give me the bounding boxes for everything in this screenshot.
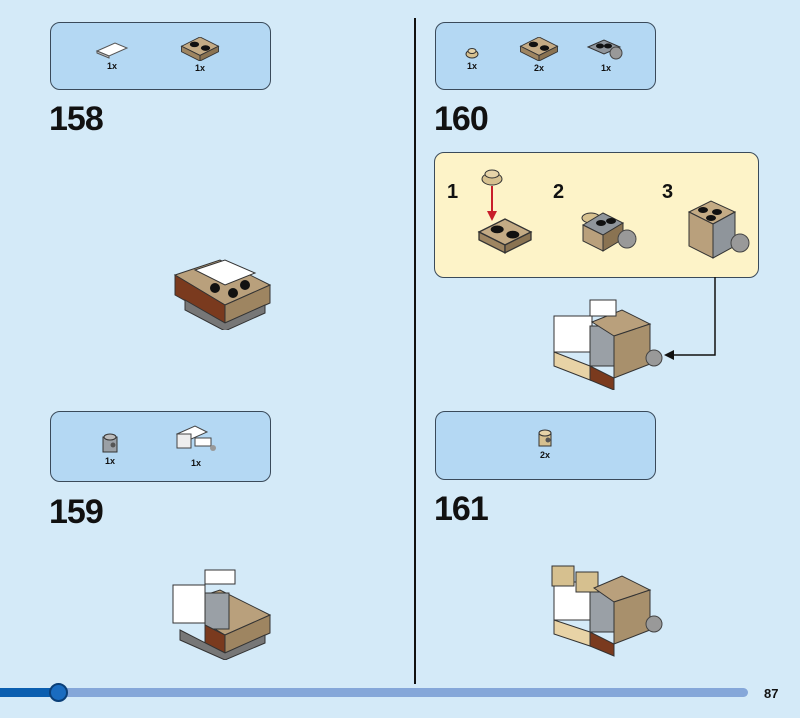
substep-2-number: 2 (553, 181, 565, 203)
part-tan-corner-plate: 1x (177, 37, 223, 73)
tan-brick-icon (538, 429, 552, 447)
step-number-158: 158 (49, 100, 104, 138)
white-tile-icon (95, 42, 129, 59)
part-qty: 2x (539, 450, 550, 460)
model-step-159 (172, 569, 272, 660)
step-number-159: 159 (49, 493, 104, 531)
model-step-158 (173, 259, 272, 330)
part-white-bracket: 1x (173, 424, 219, 468)
model-step-160 (553, 299, 663, 390)
model-step-161 (551, 565, 663, 657)
sub-assembly-callout: 1 2 3 (434, 152, 759, 278)
part-white-tile: 1x (95, 41, 129, 71)
part-qty: 1x (466, 61, 477, 71)
step-number-160: 160 (434, 100, 489, 138)
step-number-161: 161 (434, 490, 489, 528)
tan-round-plate-icon (465, 48, 479, 59)
part-qty: 1x (104, 456, 115, 466)
part-qty: 2x (533, 63, 544, 73)
tan-corner-plate-icon (181, 37, 219, 61)
part-tan-round-plate: 1x (464, 45, 480, 71)
tan-corner-plate-icon (520, 37, 558, 61)
progress-marker (49, 683, 69, 702)
callout-pointer-arrow (664, 277, 716, 360)
substep-1-illustration (478, 169, 532, 254)
substep-3-number: 3 (662, 181, 674, 203)
part-qty: 1x (194, 63, 205, 73)
substep-3-illustration (687, 200, 750, 259)
part-qty: 1x (106, 61, 117, 71)
part-grey-brick-with-stud: 1x (101, 432, 119, 466)
parts-list-160: 1x 2x 1x (435, 22, 656, 90)
progress-fill (0, 688, 59, 697)
part-grey-plate-with-ball: 1x (586, 37, 626, 73)
substep-1-number: 1 (447, 181, 459, 203)
part-qty: 1x (600, 63, 611, 73)
parts-list-159: 1x 1x (50, 411, 271, 482)
parts-list-161: 2x (435, 411, 656, 480)
parts-list-158: 1x 1x (50, 22, 271, 90)
substep-2-illustration (581, 212, 637, 252)
grey-brick-icon (102, 433, 118, 453)
grey-plate-ball-icon (586, 39, 623, 60)
part-tan-corner-plate: 2x (516, 37, 562, 73)
page-number: 87 (764, 686, 779, 701)
part-tan-brick-with-stud: 2x (536, 428, 554, 460)
part-qty: 1x (190, 458, 201, 468)
white-bracket-icon (175, 425, 216, 451)
page-divider (414, 18, 416, 684)
book-progress-bar (0, 683, 748, 702)
